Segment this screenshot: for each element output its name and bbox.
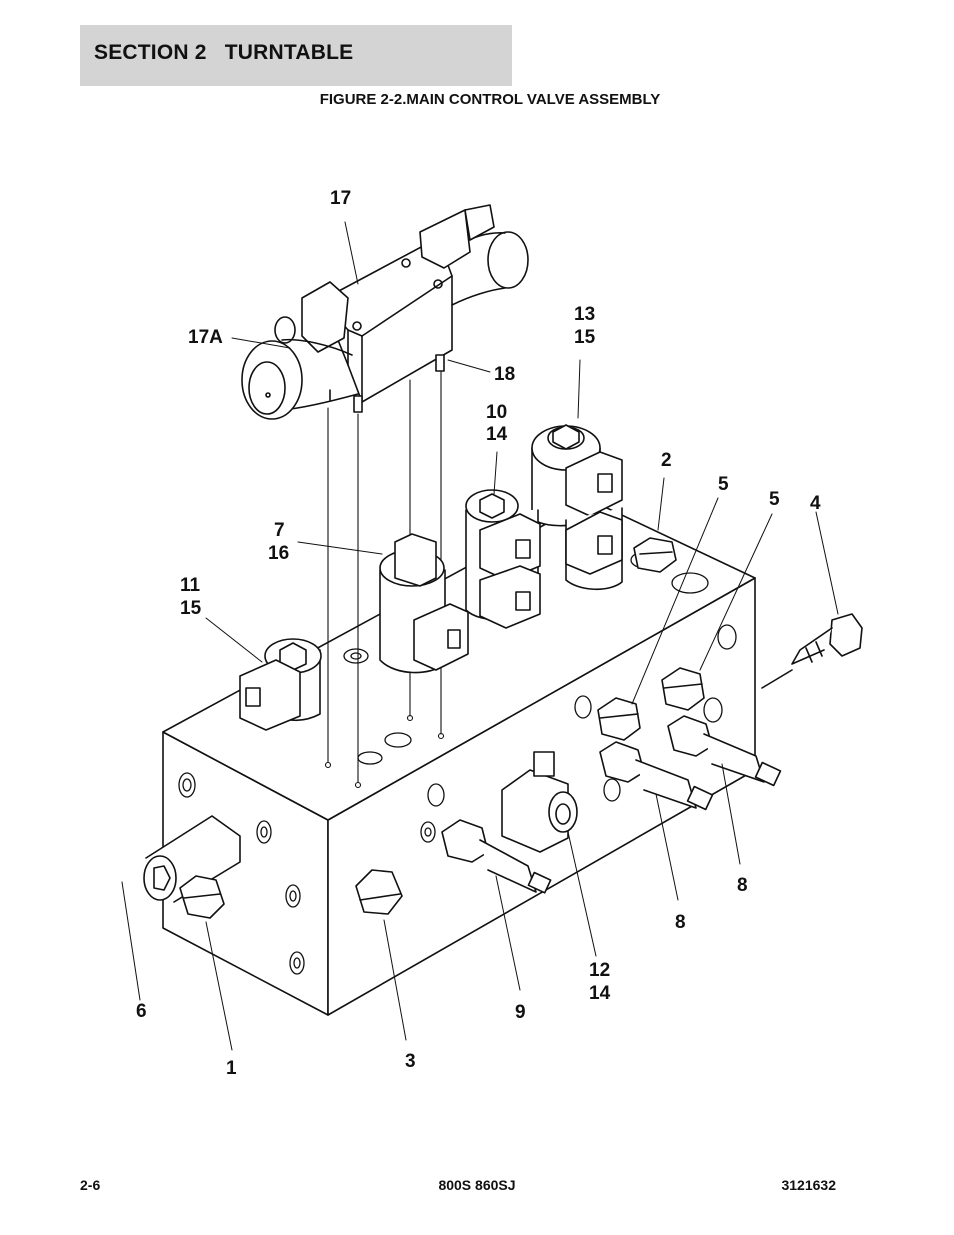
solenoid-valve-12 [501, 751, 578, 853]
left-face-ports [178, 772, 305, 975]
callout-18: 18 [494, 364, 515, 385]
callout-13-15: 13 15 [574, 304, 600, 348]
right-face-ports [420, 624, 737, 843]
plug-5b [661, 667, 705, 711]
section-title: SECTION 2 TURNTABLE [94, 41, 354, 64]
solenoid-cartridge-10 [465, 489, 541, 629]
callout-7-16: 7 16 [268, 520, 290, 564]
page-number: 2-6 [80, 1177, 101, 1193]
plug-5a [597, 697, 641, 741]
callout-12-14: 12 14 [589, 960, 615, 1004]
solenoid-cartridge-7 [379, 533, 469, 674]
leader-lines [121, 221, 839, 1051]
callout-6: 6 [136, 1001, 147, 1022]
callout-5a: 5 [718, 474, 729, 495]
callout-8b: 8 [675, 912, 686, 933]
manifold-block [162, 499, 756, 1016]
callout-labels: 17 17A 18 13 15 10 14 2 5 5 4 7 16 11 15… [136, 188, 821, 1079]
callout-17: 17 [330, 188, 351, 209]
plug-3 [355, 869, 403, 915]
callout-2: 2 [661, 450, 672, 471]
model-number: 800S 860SJ [438, 1177, 516, 1193]
section-header-band [80, 25, 512, 86]
check-valve-6 [143, 815, 241, 903]
callout-1: 1 [226, 1058, 237, 1079]
callout-9: 9 [515, 1002, 526, 1023]
plug-1 [179, 875, 225, 919]
document-number: 3121632 [781, 1177, 836, 1193]
callout-10-14: 10 14 [486, 402, 512, 445]
relief-valve-8b [667, 715, 782, 787]
relief-valve-8a [599, 741, 714, 811]
directional-valve [241, 204, 529, 420]
callout-17a: 17A [188, 327, 223, 348]
cartridge-4 [761, 613, 863, 689]
figure-title: FIGURE 2-2.MAIN CONTROL VALVE ASSEMBLY [319, 91, 661, 108]
callout-8a: 8 [737, 875, 748, 896]
relief-valve-9 [441, 819, 552, 894]
callout-3: 3 [405, 1051, 416, 1072]
callout-5b: 5 [769, 489, 780, 510]
solenoid-cartridge-11 [239, 638, 322, 731]
callout-4: 4 [810, 493, 821, 514]
callout-11-15: 11 15 [180, 575, 205, 619]
plug-2 [633, 537, 677, 573]
